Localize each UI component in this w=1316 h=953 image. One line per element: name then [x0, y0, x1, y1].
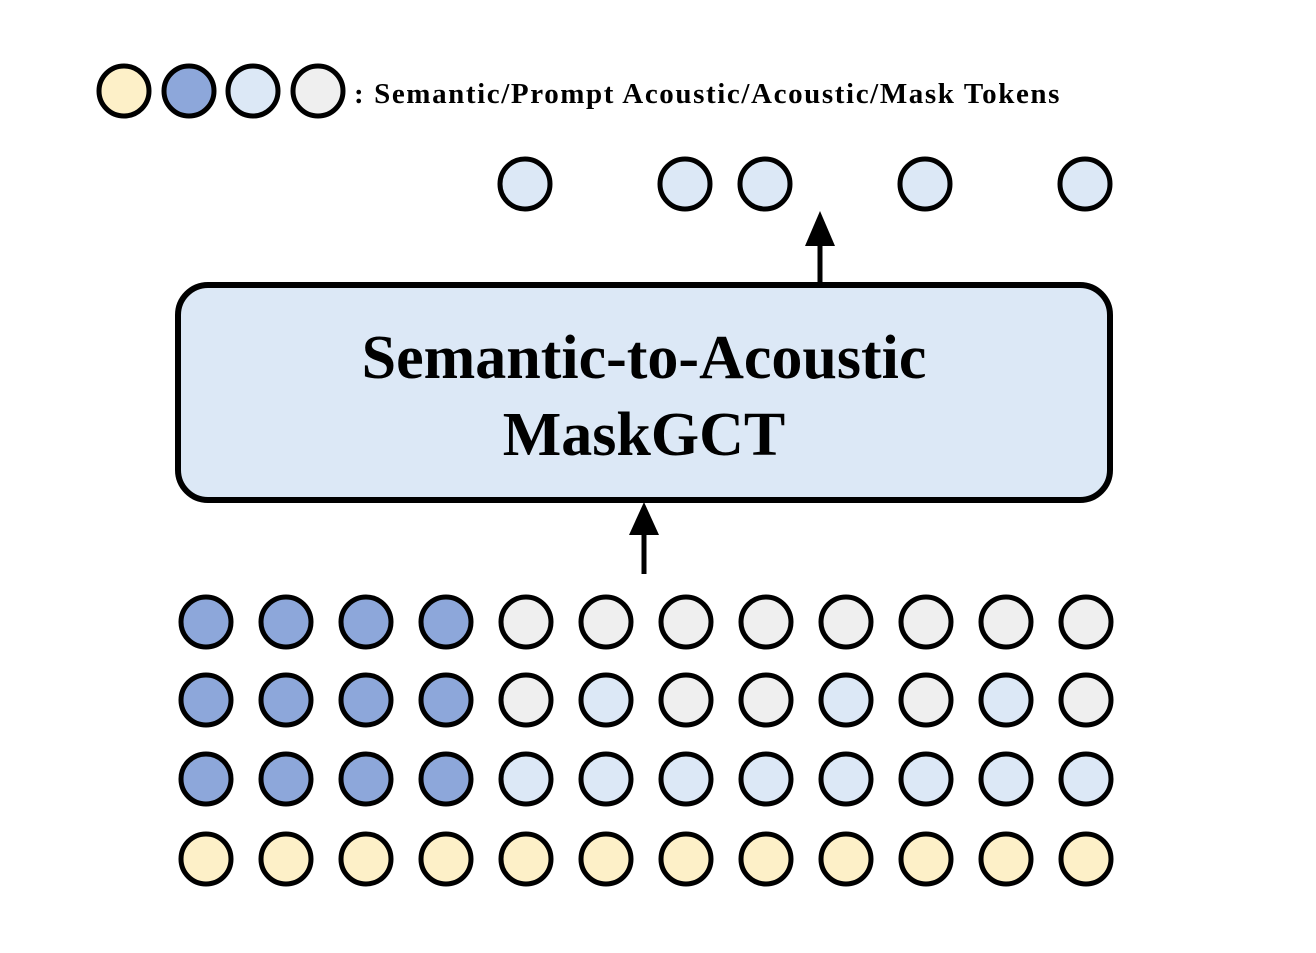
input-token	[498, 751, 554, 807]
input-token	[418, 751, 474, 807]
output-tokens	[497, 156, 1113, 212]
input-token	[898, 831, 954, 887]
model-box	[175, 282, 1113, 503]
input-arrow	[629, 502, 659, 574]
input-token	[738, 594, 794, 650]
input-token	[178, 831, 234, 887]
input-token	[818, 672, 874, 728]
input-token	[258, 672, 314, 728]
input-token	[978, 594, 1034, 650]
input-token	[658, 831, 714, 887]
output-token	[657, 156, 713, 212]
input-token	[178, 751, 234, 807]
input-token	[498, 672, 554, 728]
legend-tokens	[96, 63, 346, 119]
input-token	[178, 594, 234, 650]
input-token-grid	[178, 594, 1114, 887]
input-token	[418, 672, 474, 728]
legend-token-semantic	[96, 63, 152, 119]
input-token	[258, 594, 314, 650]
input-token	[738, 831, 794, 887]
input-token	[258, 751, 314, 807]
input-token	[1058, 751, 1114, 807]
input-token	[338, 831, 394, 887]
input-token	[418, 831, 474, 887]
output-token	[897, 156, 953, 212]
input-token	[578, 594, 634, 650]
input-token	[898, 594, 954, 650]
input-token	[498, 831, 554, 887]
input-token	[738, 672, 794, 728]
legend-token-acoustic	[225, 63, 281, 119]
input-token	[1058, 672, 1114, 728]
input-token	[978, 831, 1034, 887]
input-token	[818, 831, 874, 887]
input-token	[1058, 831, 1114, 887]
input-token	[578, 672, 634, 728]
input-token	[258, 831, 314, 887]
model-title-line2: MaskGCT	[503, 401, 785, 469]
input-token	[738, 751, 794, 807]
legend-text: : Semantic/Prompt Acoustic/Acoustic/Mask…	[354, 78, 1061, 110]
input-token	[818, 751, 874, 807]
input-token	[498, 594, 554, 650]
output-token	[1057, 156, 1113, 212]
input-token	[178, 672, 234, 728]
output-arrow	[805, 211, 835, 282]
input-token	[338, 672, 394, 728]
input-token	[978, 751, 1034, 807]
output-token	[497, 156, 553, 212]
input-token	[658, 751, 714, 807]
input-token	[578, 751, 634, 807]
input-token	[418, 594, 474, 650]
input-token	[658, 672, 714, 728]
input-token	[898, 751, 954, 807]
input-token	[978, 672, 1034, 728]
output-token	[737, 156, 793, 212]
input-token	[578, 831, 634, 887]
model-title-line1: Semantic-to-Acoustic	[362, 324, 927, 392]
input-token	[338, 594, 394, 650]
input-token	[338, 751, 394, 807]
input-token	[658, 594, 714, 650]
input-token	[1058, 594, 1114, 650]
legend-token-prompt-acoustic	[161, 63, 217, 119]
input-token	[898, 672, 954, 728]
input-token	[818, 594, 874, 650]
legend-token-mask	[290, 63, 346, 119]
